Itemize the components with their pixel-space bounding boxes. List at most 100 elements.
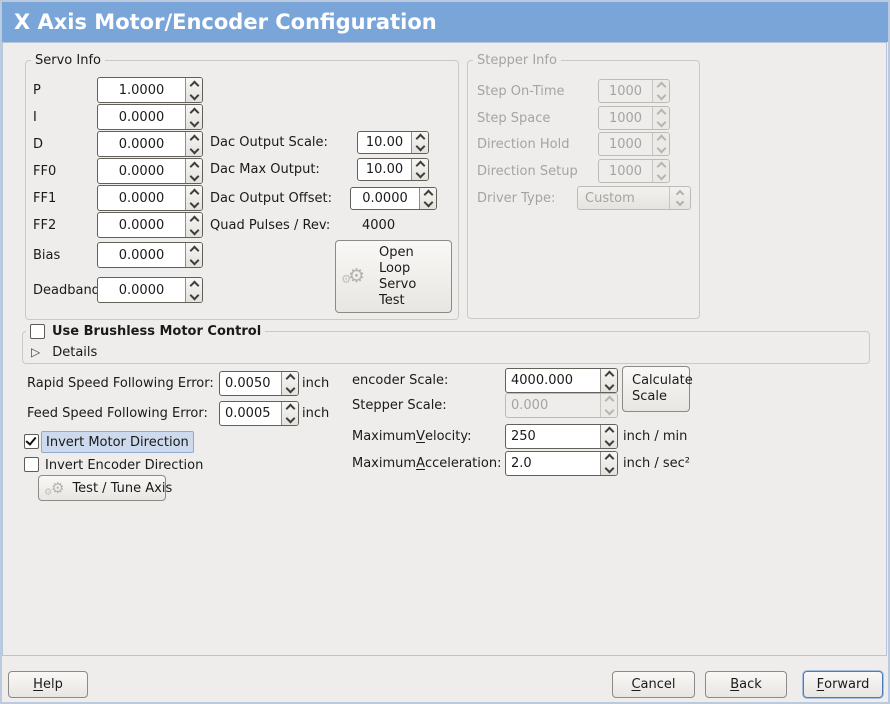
button-mnemonic: B <box>730 677 740 692</box>
spin-up-icon[interactable] <box>186 278 202 290</box>
direction-setup-spinbox: 1000 <box>598 159 670 183</box>
label-text: cceleration: <box>424 456 502 471</box>
spin-down-icon[interactable] <box>186 144 202 156</box>
invert-motor-label[interactable]: Invert Motor Direction <box>41 431 194 453</box>
dac-output-offset-spinbox[interactable]: 0.0000 <box>350 187 437 210</box>
i-steppers <box>185 105 202 129</box>
calculate-scale-button[interactable]: Calculate Scale <box>622 366 693 412</box>
spin-down-icon[interactable] <box>412 168 428 181</box>
spin-down-icon[interactable] <box>186 255 202 267</box>
button-line: Scale <box>632 389 667 404</box>
i-value: 0.0000 <box>118 109 165 125</box>
spin-down-icon[interactable] <box>282 383 298 396</box>
d-spinbox[interactable]: 0.0000 <box>97 131 203 157</box>
spin-up-icon[interactable] <box>186 213 202 225</box>
use-brushless-checkbox[interactable] <box>30 323 45 339</box>
dac-output-offset-value: 0.0000 <box>362 191 408 206</box>
p-steppers <box>185 78 202 102</box>
gear-icon: ⚙ <box>51 478 65 497</box>
invert-encoder-checkbox[interactable] <box>24 457 39 472</box>
spin-up-icon[interactable] <box>282 402 298 414</box>
open-loop-servo-test-button[interactable]: ⚙ ⚙ Open Loop Servo Test <box>335 240 452 313</box>
ff2-spinbox[interactable]: 0.0000 <box>97 212 203 238</box>
spin-down-icon[interactable] <box>186 225 202 237</box>
encoder-scale-label: encoder Scale: <box>352 373 449 388</box>
maximum-acceleration-unit: inch / sec² <box>623 456 691 471</box>
feed-following-error-value: 0.0005 <box>225 406 271 421</box>
ff2-label: FF2 <box>33 217 57 233</box>
gears-icon: ⚙ ⚙ <box>341 267 365 286</box>
p-spinbox[interactable]: 1.0000 <box>97 77 203 103</box>
spin-up-icon[interactable] <box>186 78 202 90</box>
spin-down-icon[interactable] <box>420 197 436 210</box>
expander-triangle-icon[interactable]: ▷ <box>31 345 41 359</box>
spin-down-icon[interactable] <box>412 141 428 154</box>
label-mnemonic: V <box>416 429 425 444</box>
spin-down-icon[interactable] <box>601 380 617 393</box>
spin-down-icon[interactable] <box>186 90 202 102</box>
direction-hold-label: Direction Hold <box>477 136 570 152</box>
brushless-header: Use Brushless Motor Control <box>26 322 266 340</box>
rapid-following-error-spinbox[interactable]: 0.0050 <box>219 371 299 396</box>
i-spinbox[interactable]: 0.0000 <box>97 104 203 130</box>
servo-info-group <box>25 60 459 320</box>
spin-up-icon[interactable] <box>186 132 202 144</box>
spin-down-icon[interactable] <box>186 198 202 210</box>
feed-following-error-spinbox[interactable]: 0.0005 <box>219 401 299 426</box>
maximum-velocity-spinbox[interactable]: 250 <box>505 424 618 449</box>
dac-max-output-spinbox[interactable]: 10.00 <box>357 158 429 181</box>
spin-down-icon[interactable] <box>186 117 202 129</box>
dac-output-scale-label: Dac Output Scale: <box>210 135 328 150</box>
dac-output-scale-spinbox[interactable]: 10.00 <box>357 131 429 154</box>
deadband-spinbox[interactable]: 0.0000 <box>97 277 203 303</box>
dac-max-output-label: Dac Max Output: <box>210 162 320 177</box>
spin-up-icon[interactable] <box>601 425 617 437</box>
spin-up-icon[interactable] <box>601 369 617 381</box>
dac-output-offset-label: Dac Output Offset: <box>210 191 332 206</box>
spin-down-icon <box>601 405 617 418</box>
ff0-spinbox[interactable]: 0.0000 <box>97 158 203 184</box>
maximum-acceleration-spinbox[interactable]: 2.0 <box>505 451 618 476</box>
spin-down-icon[interactable] <box>282 413 298 426</box>
label-text: Maximum <box>352 429 417 444</box>
spin-down-icon <box>653 143 669 155</box>
gear-small-icon: ⚙ <box>44 486 53 498</box>
bias-steppers <box>185 243 202 267</box>
bias-spinbox[interactable]: 0.0000 <box>97 242 203 268</box>
brushless-group <box>22 331 870 364</box>
details-label: Details <box>52 344 98 360</box>
ff1-value: 0.0000 <box>118 190 165 206</box>
spin-up-icon[interactable] <box>282 372 298 384</box>
spin-down-icon[interactable] <box>186 171 202 183</box>
dropdown-arrows-icon <box>669 187 690 209</box>
invert-motor-checkbox[interactable] <box>24 434 39 449</box>
spin-up-icon[interactable] <box>601 452 617 464</box>
spin-up-icon[interactable] <box>186 243 202 255</box>
step-space-steppers <box>652 107 669 129</box>
label-text: elocity: <box>424 429 472 444</box>
spin-down-icon[interactable] <box>601 463 617 476</box>
ff1-spinbox[interactable]: 0.0000 <box>97 185 203 211</box>
d-steppers <box>185 132 202 156</box>
spin-up-icon[interactable] <box>186 159 202 171</box>
bias-value: 0.0000 <box>118 247 165 263</box>
details-expander[interactable]: ▷ Details <box>31 344 97 360</box>
spin-down-icon[interactable] <box>186 290 202 302</box>
stepper-info-group <box>467 60 700 319</box>
spin-up-icon[interactable] <box>186 105 202 117</box>
bias-label: Bias <box>33 247 61 263</box>
invert-encoder-label[interactable]: Invert Encoder Direction <box>45 457 204 473</box>
spin-down-icon[interactable] <box>601 436 617 449</box>
test-tune-axis-button[interactable]: ⚙ ⚙ Test / Tune Axis <box>38 475 172 501</box>
i-label: I <box>33 109 37 125</box>
encoder-scale-spinbox[interactable]: 4000.000 <box>505 368 618 393</box>
spin-up-icon[interactable] <box>186 186 202 198</box>
spin-down-icon <box>653 90 669 102</box>
page-title: X Axis Motor/Encoder Configuration <box>2 2 888 42</box>
open-loop-button-label: Open Loop Servo Test <box>379 245 416 309</box>
rapid-following-error-unit: inch <box>302 376 330 391</box>
